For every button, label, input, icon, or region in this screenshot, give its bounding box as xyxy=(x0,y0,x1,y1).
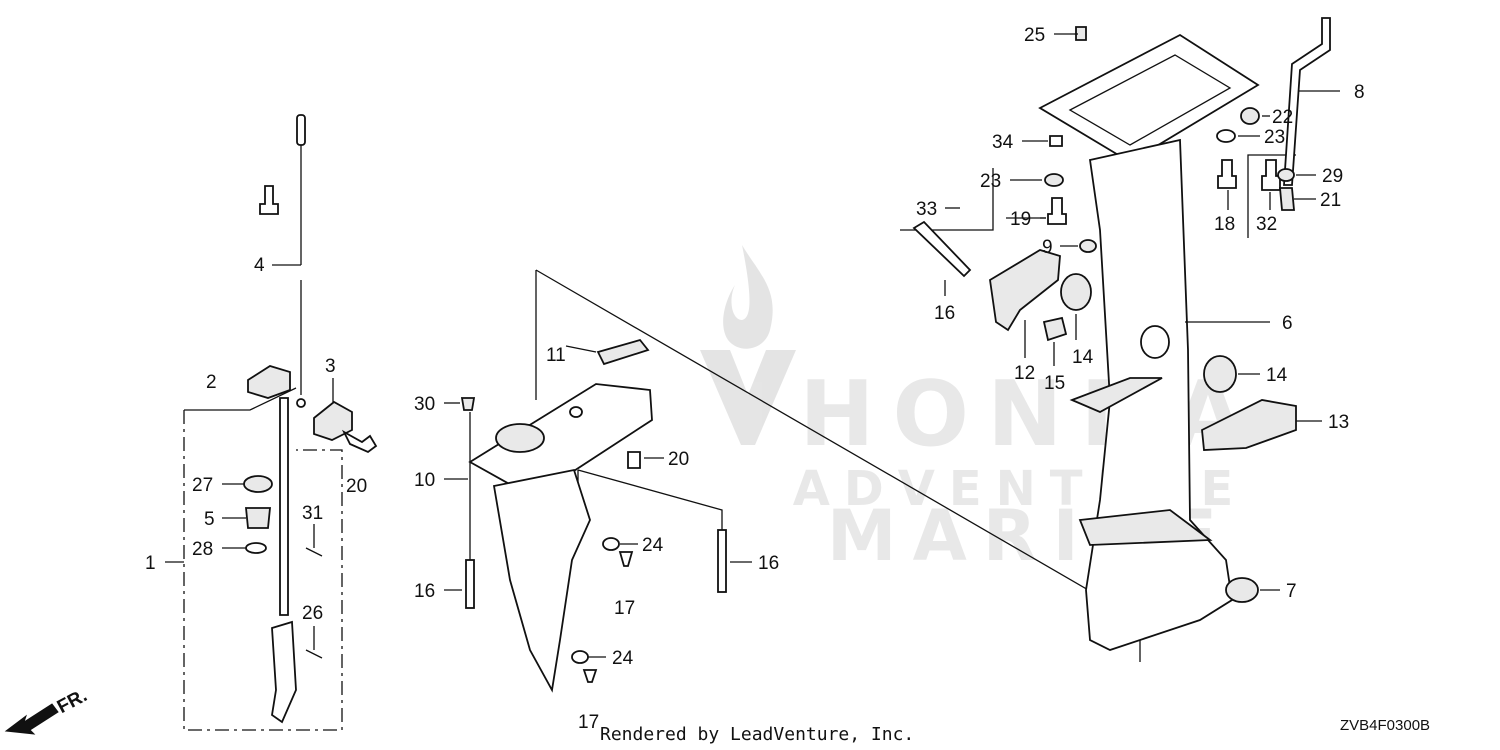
callout-6: 6 xyxy=(1282,313,1293,334)
shift-rod-clip-2[interactable] xyxy=(247,365,291,399)
cap-30[interactable] xyxy=(460,397,476,411)
bolt-16-left[interactable] xyxy=(465,559,475,609)
callout-32: 32 xyxy=(1256,214,1277,235)
callout-11: 11 xyxy=(546,345,566,366)
callout-27: 27 xyxy=(192,475,213,496)
sleeve-21[interactable] xyxy=(1279,187,1295,211)
callout-13: 13 xyxy=(1328,412,1349,433)
extension-case-assembly xyxy=(444,269,1141,693)
callout-21: 21 xyxy=(1320,190,1341,211)
shift-rod-lower[interactable] xyxy=(279,397,289,616)
cover-13[interactable] xyxy=(1201,399,1297,451)
bolt-19[interactable] xyxy=(1047,197,1067,225)
callout-26: 26 xyxy=(302,603,323,624)
callout-12: 12 xyxy=(1014,363,1035,384)
callout-22: 22 xyxy=(1272,107,1293,128)
pin-26[interactable] xyxy=(305,649,323,659)
watermark-flame-icon xyxy=(723,245,773,349)
flange-bolt-33[interactable] xyxy=(259,185,279,215)
callout-18: 18 xyxy=(1214,214,1235,235)
shift-rod-upper[interactable] xyxy=(296,114,306,146)
nut-29[interactable] xyxy=(1277,168,1295,182)
fitting-34[interactable] xyxy=(1049,135,1063,147)
callout-16-right: 16 xyxy=(934,303,955,324)
watermark-v-icon xyxy=(700,350,796,445)
callout-14-upper: 14 xyxy=(1072,347,1094,368)
nut-22[interactable] xyxy=(1240,107,1260,125)
callout-29: 29 xyxy=(1322,166,1343,187)
callout-7: 7 xyxy=(1286,581,1297,602)
callout-14-lower: 14 xyxy=(1266,365,1288,386)
washer-23-left[interactable] xyxy=(1044,173,1064,187)
callout-8: 8 xyxy=(1354,82,1365,103)
bolt-18[interactable] xyxy=(1217,159,1237,189)
callout-17-lower: 17 xyxy=(578,712,599,733)
seal-27[interactable] xyxy=(243,475,273,493)
callout-9: 9 xyxy=(1042,237,1053,258)
bolt-16-middle[interactable] xyxy=(717,529,727,593)
callout-31: 31 xyxy=(302,503,323,524)
bolt-20-left[interactable] xyxy=(341,429,378,454)
callout-5: 5 xyxy=(204,509,215,530)
grommet-9[interactable] xyxy=(1079,239,1097,253)
spacer-15[interactable] xyxy=(1042,316,1068,342)
callout-25: 25 xyxy=(1024,25,1045,46)
grommet-7[interactable] xyxy=(1225,577,1259,603)
grommet-5[interactable] xyxy=(245,507,271,529)
callout-33: 33 xyxy=(916,199,937,220)
mount-rubber-14-upper[interactable] xyxy=(1060,273,1092,311)
callout-3: 3 xyxy=(325,356,336,377)
screw-17-upper[interactable] xyxy=(618,551,634,567)
washer-23-right[interactable] xyxy=(1216,129,1236,143)
washer-28[interactable] xyxy=(245,542,267,554)
callout-24-upper: 24 xyxy=(642,535,664,556)
callout-34: 34 xyxy=(992,132,1014,153)
footer-rendered-by: Rendered by LeadVenture, Inc. xyxy=(600,724,914,745)
callout-16-left: 16 xyxy=(414,581,435,602)
callout-28: 28 xyxy=(192,539,213,560)
callout-16-middle: 16 xyxy=(758,553,779,574)
callout-30: 30 xyxy=(414,394,435,415)
front-label: FR. xyxy=(54,685,91,718)
mount-plate[interactable] xyxy=(1038,33,1260,164)
callout-17-upper: 17 xyxy=(614,598,635,619)
shift-arm[interactable] xyxy=(271,620,297,724)
bracket-12[interactable] xyxy=(989,249,1061,332)
washer-24-upper[interactable] xyxy=(602,537,620,551)
drive-shaft-housing-assembly xyxy=(259,17,1340,651)
callout-1: 1 xyxy=(145,553,156,574)
screw-17-lower[interactable] xyxy=(582,669,598,683)
exhaust-outlet[interactable] xyxy=(492,468,591,693)
front-indicator: FR. xyxy=(4,685,91,735)
diagram-code: ZVB4F0300B xyxy=(1340,717,1430,734)
callout-24-lower: 24 xyxy=(612,648,634,669)
gasket-11[interactable] xyxy=(596,338,650,366)
washer-24-lower[interactable] xyxy=(571,650,589,664)
callout-2: 2 xyxy=(206,372,217,393)
callout-10: 10 xyxy=(414,470,435,491)
pin-31[interactable] xyxy=(305,547,323,557)
callout-23-right: 23 xyxy=(1264,127,1285,148)
callout-20-left: 20 xyxy=(346,476,367,497)
front-arrow-icon xyxy=(4,703,59,735)
callout-4: 4 xyxy=(254,255,265,276)
callout-23-left: 23 xyxy=(980,171,1001,192)
bolt-20-middle[interactable] xyxy=(627,451,641,469)
mount-rubber-14-lower[interactable] xyxy=(1203,355,1237,393)
callout-labels: 1 2 3 4 5 27 28 31 26 20 11 30 10 20 24 … xyxy=(145,25,1365,733)
callout-19: 19 xyxy=(1010,209,1031,230)
callout-20-middle: 20 xyxy=(668,449,689,470)
callout-15: 15 xyxy=(1044,373,1065,394)
rod-8[interactable] xyxy=(1283,17,1331,186)
pin-25[interactable] xyxy=(1075,26,1087,41)
shift-rod-assembly xyxy=(165,114,378,731)
bolt-16-right[interactable] xyxy=(912,220,972,278)
